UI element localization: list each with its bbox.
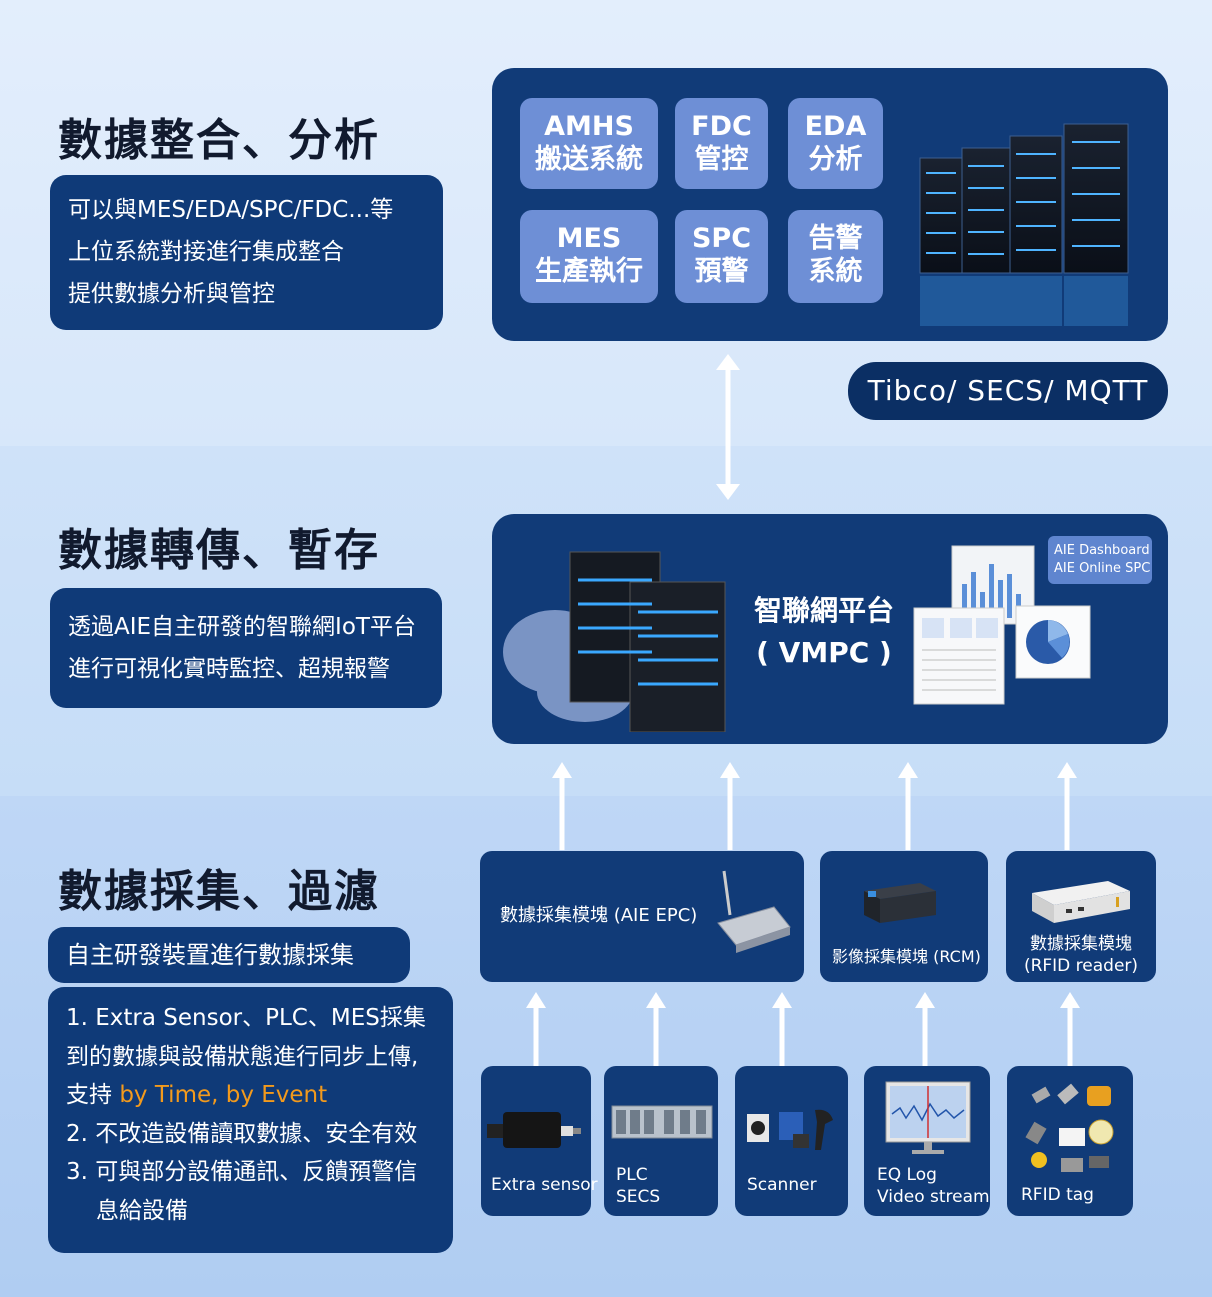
rfid-reader-icon	[1032, 881, 1130, 923]
dashboard-charts-icon	[913, 545, 1091, 705]
module-rcm: 影像採集模塊 (RCM)	[820, 851, 988, 982]
device-plc-label: PLC SECS	[616, 1165, 661, 1207]
integration-desc-line: 上位系統對接進行集成整合	[68, 239, 344, 265]
device-extra-sensor-label: Extra sensor	[491, 1175, 598, 1195]
device-rfid-tag-label: RFID tag	[1021, 1185, 1094, 1205]
server-rack-icon	[919, 123, 1129, 326]
module-epc: 數據採集模塊 (AIE EPC)	[480, 851, 804, 982]
platform-name: 智聯網平台 ( VMPC )	[754, 594, 895, 669]
dashboard-badge: AIE Dashboard AIE Online SPC	[1048, 536, 1152, 584]
scanner-icon	[747, 1109, 833, 1150]
up-arrow-icon	[898, 762, 918, 850]
tile-alarm: 告警系統	[788, 210, 883, 303]
collection-title: 數據採集、過濾	[58, 866, 380, 917]
integration-desc: 可以與MES/EDA/SPC/FDC...等 上位系統對接進行集成整合 提供數據…	[50, 175, 443, 330]
up-arrow-icon	[552, 762, 572, 850]
up-arrow-icon	[915, 992, 935, 1066]
plc-icon	[611, 1105, 713, 1139]
list-item: 2. 不改造設備讀取數據、安全有效	[66, 1120, 418, 1147]
module-rcm-label: 影像採集模塊 (RCM)	[832, 947, 981, 966]
module-rfid-reader: 數據採集模塊 (RFID reader)	[1006, 851, 1156, 982]
integration-desc-line: 提供數據分析與管控	[68, 281, 275, 307]
collection-list: 1. Extra Sensor、PLC、MES採集 到的數據與設備狀態進行同步上…	[48, 987, 453, 1253]
device-eq-log: EQ Log Video stream	[864, 1066, 990, 1216]
module-rfid-label: 數據採集模塊 (RFID reader)	[1023, 934, 1139, 976]
list-item: 1. Extra Sensor、PLC、MES採集	[66, 1005, 426, 1031]
cloud-server-icon	[503, 551, 726, 732]
integration-desc-line: 可以與MES/EDA/SPC/FDC...等	[68, 197, 394, 223]
device-extra-sensor: Extra sensor	[481, 1066, 598, 1216]
list-item: 支持 by Time, by Event	[66, 1082, 328, 1108]
up-arrow-icon	[526, 992, 546, 1066]
module-epc-label: 數據採集模塊 (AIE EPC)	[500, 905, 698, 926]
device-plc: PLC SECS	[604, 1066, 718, 1216]
list-item: 到的數據與設備狀態進行同步上傳,	[66, 1043, 419, 1070]
list-item: 3. 可與部分設備通訊、反饋預警信	[66, 1159, 418, 1185]
up-arrow-icon	[646, 992, 666, 1066]
up-arrow-icon	[772, 992, 792, 1066]
device-scanner-label: Scanner	[747, 1175, 817, 1195]
transfer-desc-line: 進行可視化實時監控、超規報警	[68, 656, 390, 682]
transfer-desc-line: 透過AIE自主研發的智聯網IoT平台	[68, 614, 416, 640]
up-arrow-icon	[720, 762, 740, 850]
up-arrow-icon	[1057, 762, 1077, 850]
device-eq-log-label: EQ Log Video stream	[877, 1165, 990, 1207]
transfer-panel: 智聯網平台 ( VMPC ) AIE Dashboard AIE Online …	[492, 514, 1168, 744]
monitor-icon	[885, 1081, 971, 1154]
double-arrow-icon	[716, 354, 740, 500]
integration-title: 數據整合、分析	[58, 115, 380, 166]
list-item: 息給設備	[96, 1197, 188, 1224]
sensor-icon	[487, 1112, 581, 1148]
device-scanner: Scanner	[735, 1066, 848, 1216]
up-arrow-icon	[1060, 992, 1080, 1066]
collection-subtitle: 自主研發裝置進行數據採集	[48, 927, 410, 983]
camera-module-icon	[864, 883, 936, 923]
protocol-pill: Tibco/ SECS/ MQTT	[848, 362, 1168, 420]
transfer-desc: 透過AIE自主研發的智聯網IoT平台 進行可視化實時監控、超規報警	[50, 588, 442, 708]
router-icon	[717, 870, 791, 953]
rfid-tag-icon	[1025, 1083, 1114, 1172]
device-rfid-tag: RFID tag	[1007, 1066, 1133, 1216]
transfer-title: 數據轉傳、暫存	[58, 525, 380, 576]
